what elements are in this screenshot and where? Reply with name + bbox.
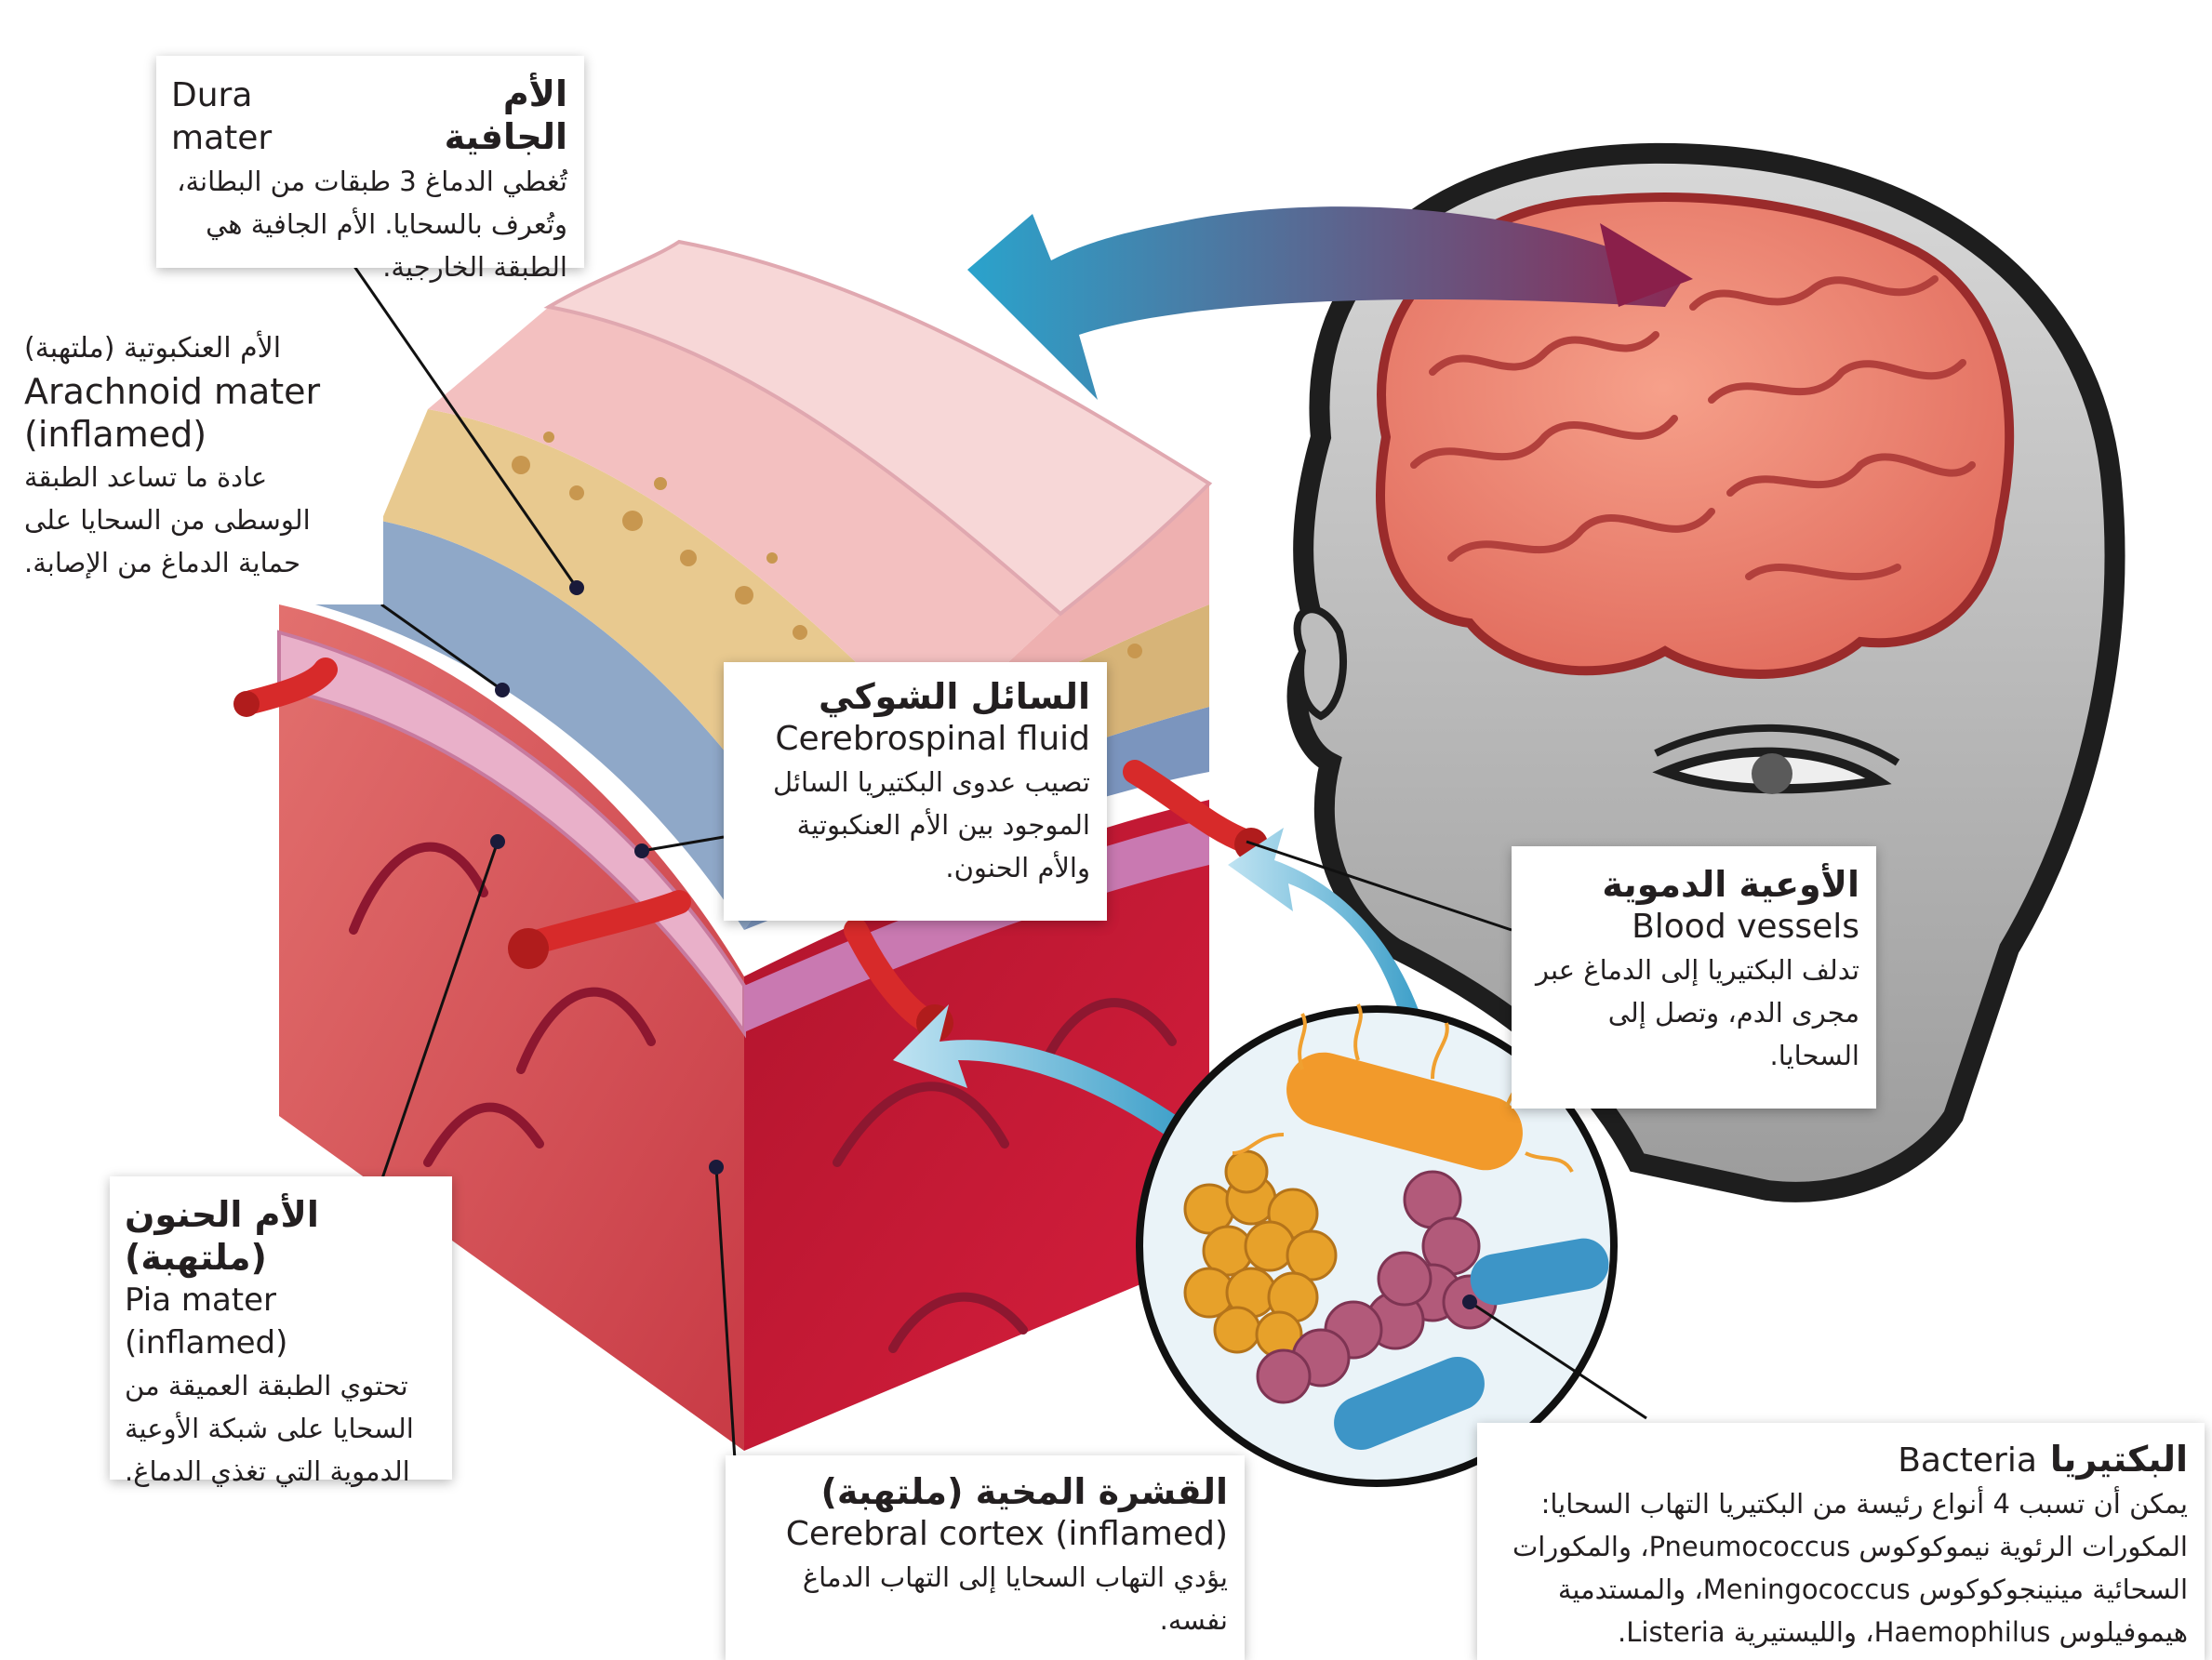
blood-ar-title: الأوعية الدموية: [1602, 864, 1859, 905]
zoom-arrow-tip: [1600, 223, 1693, 307]
arachnoid-body: عادة ما تساعد الطبقة الوسطى من السحايا ع…: [24, 461, 311, 578]
dura-en-title: Dura mater: [171, 76, 273, 157]
pia-en-title: Pia mater (inflamed): [125, 1282, 288, 1361]
leader-dots: [490, 580, 1477, 1309]
label-cerebral-cortex: القشرة المخية (ملتهبة) Cerebral cortex (…: [726, 1455, 1245, 1660]
cortex-en-title: Cerebral cortex (inflamed): [785, 1515, 1228, 1553]
leader-lines: [352, 264, 1647, 1461]
bacteria-ar-title: البكتيريا: [2049, 1439, 2188, 1480]
bacteria-body: يمكن أن تسبب 4 أنواع رئيسة من البكتيريا …: [1512, 1488, 2188, 1648]
csf-body: تصيب عدوى البكتيريا السائل الموجود بين ا…: [772, 766, 1090, 883]
arachnoid-en-title: Arachnoid mater (inflamed): [24, 371, 321, 455]
blood-body: تدلف البكتيريا إلى الدماغ عبر مجرى الدم،…: [1536, 954, 1859, 1071]
label-dura-mater: Dura mater الأم الجافية تُغطي الدماغ 3 ط…: [156, 56, 584, 283]
pia-body: تحتوي الطبقة العميقة من السحايا على شبكة…: [125, 1370, 414, 1487]
brain: [1376, 193, 2015, 679]
cortex-body: يؤدي التهاب السحايا إلى التهاب الدماغ نف…: [802, 1561, 1228, 1636]
label-arachnoid-mater: الأم العنكبوتية (ملتهبة) Arachnoid mater…: [9, 314, 383, 604]
label-blood-vessels: الأوعية الدموية Blood vessels تدلف البكت…: [1512, 846, 1876, 1109]
cortex-ar-title: القشرة المخية (ملتهبة): [820, 1471, 1228, 1512]
pia-ar-title: الأم الحنون (ملتهبة): [125, 1194, 319, 1278]
csf-ar-title: السائل الشوكي: [819, 676, 1090, 717]
bacteria-arrow-left: [893, 1004, 1191, 1153]
bacteria-en-title: Bacteria: [1898, 1441, 2037, 1480]
label-bacteria: Bacteria البكتيريا يمكن أن تسبب 4 أنواع …: [1477, 1423, 2205, 1660]
label-pia-mater: الأم الحنون (ملتهبة) Pia mater (inflamed…: [110, 1176, 452, 1487]
label-cerebrospinal-fluid: السائل الشوكي Cerebrospinal fluid تصيب ع…: [724, 662, 1107, 921]
blood-en-title: Blood vessels: [1632, 908, 1859, 946]
bacteria-arrow-right: [1228, 828, 1423, 1032]
csf-en-title: Cerebrospinal fluid: [775, 720, 1090, 758]
dura-ar-title: الأم الجافية: [444, 73, 567, 157]
arachnoid-ar-title: الأم العنكبوتية (ملتهبة): [24, 332, 282, 365]
meninges-cube: [233, 239, 1268, 1451]
bacteria-magnifier: [1136, 1003, 1618, 1487]
zoom-arrow: [967, 206, 1684, 400]
dura-body: تُغطي الدماغ 3 طبقات من البطانة، وتُعرف …: [177, 166, 567, 283]
